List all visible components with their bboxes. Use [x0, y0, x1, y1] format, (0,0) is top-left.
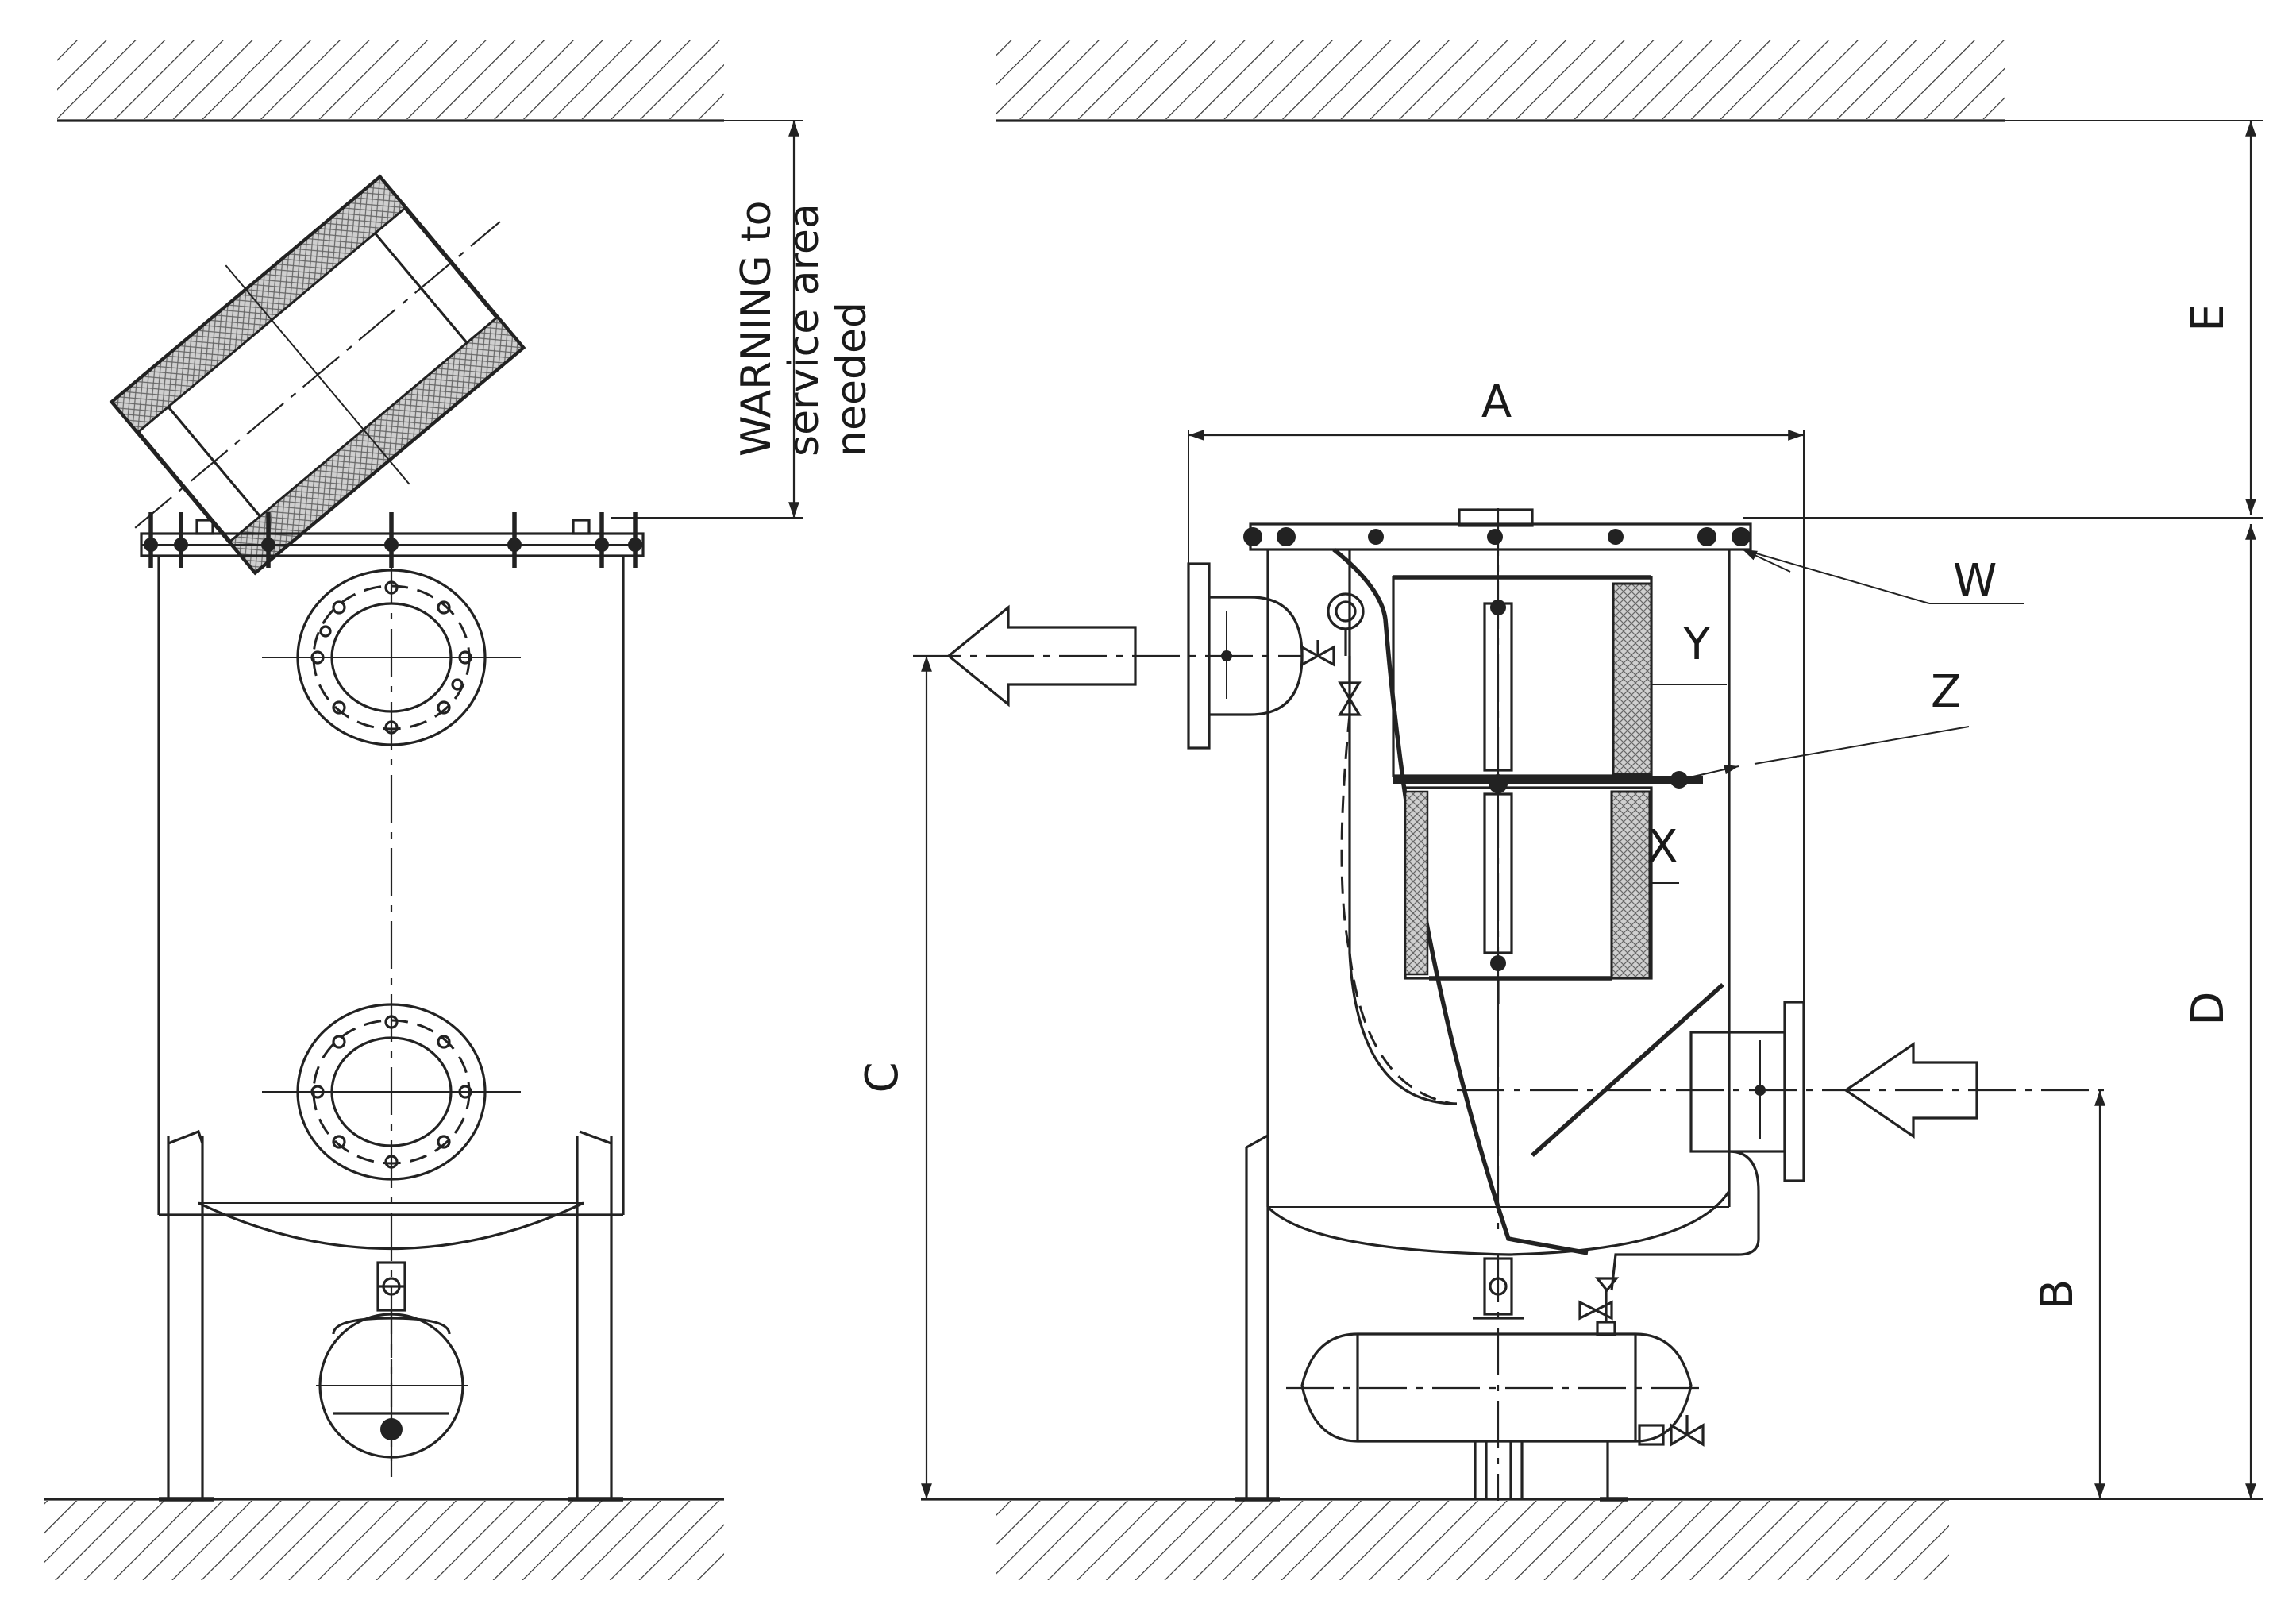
- warning-line-3: needed: [828, 302, 876, 457]
- floor-right: [921, 1498, 2263, 1580]
- inlet-nozzle-side: [1457, 1001, 2104, 1291]
- service-area-dimension: WARNING to service area needed: [611, 120, 876, 519]
- outlet-nozzle-side: [913, 562, 1365, 954]
- label-E: E: [2182, 303, 2234, 331]
- label-B: B: [2032, 1279, 2083, 1309]
- warning-line-2: service area: [780, 203, 828, 457]
- ceiling-left: [57, 40, 724, 122]
- cartridge-X: [1404, 786, 1679, 981]
- label-X: X: [1647, 821, 1678, 873]
- dimension-B: B: [2032, 1090, 2105, 1499]
- side-lid-bolts: [1243, 527, 1751, 546]
- ceiling-right: [996, 40, 2263, 122]
- drain-tank: [1286, 1277, 1707, 1502]
- cartridge-Y: [1392, 575, 1727, 777]
- tilted-cartridge: [109, 174, 526, 576]
- dimension-E: E: [2182, 121, 2256, 515]
- label-C: C: [857, 1062, 908, 1093]
- front-view: [109, 174, 645, 1502]
- dimension-D: D: [1743, 517, 2263, 1499]
- dimension-C: C: [857, 656, 932, 1499]
- floor-left: [44, 1498, 724, 1580]
- label-A: A: [1481, 376, 1512, 428]
- dimension-A: A: [1188, 376, 1805, 1002]
- side-view: [913, 508, 2104, 1502]
- lid-bolts: [144, 512, 642, 568]
- label-Y: Y: [1682, 619, 1711, 670]
- label-Z: Z: [1931, 666, 1961, 718]
- warning-line-1: WARNING to: [733, 201, 780, 457]
- label-W: W: [1953, 555, 1997, 607]
- label-D: D: [2182, 991, 2234, 1025]
